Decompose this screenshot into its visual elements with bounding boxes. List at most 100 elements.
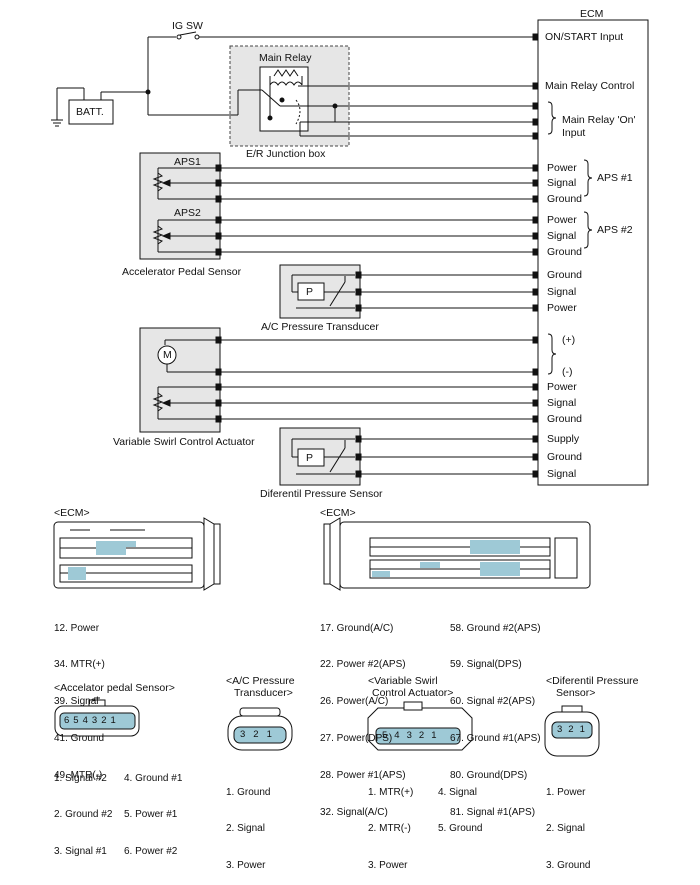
vsca-pin-list-1: 1. MTR(+) 2. MTR(-) 3. Power	[368, 762, 413, 885]
vsca-label: Variable Swirl Control Actuator	[113, 436, 255, 448]
pin-number: 3	[240, 729, 254, 740]
pin-text: 6. Power #2	[124, 846, 178, 858]
aps2-label: APS2	[174, 207, 201, 219]
vsca-motor	[157, 339, 220, 373]
pin-text: 4. Signal	[438, 786, 477, 798]
pin-text: 1. MTR(+)	[368, 786, 414, 798]
ecm-pin-ac-ground: Ground	[547, 269, 583, 281]
pin-text: 2. Signal	[226, 823, 265, 835]
pin-number: 1	[579, 724, 591, 735]
accel-connector-title: <Accelator pedal Sensor>	[54, 682, 175, 694]
ecm-pin-main-relay-control: Main Relay Control	[545, 80, 635, 92]
pin-text: 34. MTR(+)	[54, 659, 105, 671]
pin-text: 59. Signal(DPS)	[450, 659, 522, 671]
pin-number: 2	[568, 724, 580, 735]
dps-connector-drawing	[544, 705, 600, 757]
ecm-pin-on-start: ON/START Input	[545, 31, 624, 43]
accel-pedal-box	[139, 152, 221, 260]
pin-number: 3	[406, 730, 419, 741]
vsca-connector-title-2: Control Actuator>	[372, 687, 454, 699]
ecm-connector-left-drawing	[53, 517, 221, 591]
pin-text: 4. Ground #1	[124, 772, 183, 784]
relay-coil	[261, 69, 303, 125]
pin-text: 3. Ground	[546, 860, 591, 872]
pin-text: 39. Signal	[54, 696, 99, 708]
pin-text: 67. Ground #1(APS)	[450, 733, 541, 745]
aps-wires	[215, 164, 539, 256]
wiring-diagram	[51, 19, 649, 757]
pin-number: 2	[101, 715, 111, 726]
pin-text: 5. Ground	[438, 823, 483, 835]
ecm-pin-dps-signal: Signal	[547, 468, 577, 480]
pin-text: 49. MTR(-)	[54, 770, 103, 782]
ecm-pin-input: Input	[562, 127, 586, 139]
pin-number: 3	[91, 715, 102, 726]
pin-text: 28. Power #1(APS)	[320, 770, 406, 782]
pin-number: 1	[266, 729, 280, 740]
accel-pin-list-1: 1. Signal #2 2. Ground #2 3. Signal #1	[54, 748, 112, 871]
main-relay-label: Main Relay	[259, 52, 312, 64]
pin-text: 2. MTR(-)	[368, 823, 411, 835]
ecm-pin-dps-supply: Supply	[547, 433, 580, 445]
accel-pedal-sensor-label: Accelerator Pedal Sensor	[122, 266, 242, 278]
aps1-group-label: APS #1	[597, 172, 633, 184]
pin-text: 41. Ground	[54, 733, 105, 745]
vsca-connector-numbers: 54321	[382, 730, 443, 742]
pin-text: 80. Ground(DPS)	[450, 770, 528, 782]
pin-text: 1. Signal #2	[54, 772, 107, 784]
pin-text: 58. Ground #2(APS)	[450, 622, 541, 634]
motor-m-glyph: M	[163, 349, 172, 361]
ecm-pin-main-relay-on: Main Relay 'On'	[562, 114, 636, 126]
ecm-left-title: <ECM>	[54, 507, 90, 519]
junction-box-label: E/R Junction box	[246, 148, 326, 160]
ac-connector-drawing	[227, 707, 293, 751]
aps2-pot	[152, 219, 220, 253]
pin-text: 12. Power	[54, 622, 100, 634]
aps2-group-label: APS #2	[597, 224, 633, 236]
pin-number: 1	[431, 730, 444, 741]
pin-number: 3	[557, 724, 569, 735]
ecm-pin-dps-ground: Ground	[547, 451, 583, 463]
pin-number: 4	[394, 730, 407, 741]
ac-pin-list: 1. Ground 2. Signal 3. Power	[226, 762, 270, 885]
ecm-pin-ac-power: Power	[547, 302, 577, 314]
pin-number: 2	[418, 730, 432, 741]
dps-p-glyph: P	[306, 452, 314, 464]
ecm-pin-vsca-power: Power	[547, 381, 577, 393]
vsca-connector-drawing	[367, 701, 473, 751]
ecm-pin-ac-signal: Signal	[547, 286, 577, 298]
pin-number: 5	[382, 730, 395, 741]
ecm-connector-right-drawing	[323, 517, 591, 591]
pin-text: 5. Power #1	[124, 809, 178, 821]
ac-connector-title-2: Transducer>	[234, 687, 293, 699]
vsca-box	[139, 327, 221, 433]
dps-symbol	[291, 438, 355, 475]
ecm-pin-vsca-ground: Ground	[547, 413, 583, 425]
ac-transducer-symbol	[291, 274, 355, 309]
ecm-box	[537, 19, 649, 486]
battery-label: BATT.	[76, 106, 104, 118]
pin-text: 2. Ground #2	[54, 809, 113, 821]
dps-connector-title-1: <Diferentil Pressure	[546, 675, 639, 687]
pin-number: 6	[64, 715, 74, 726]
ecm-pin-aps2-ground: Ground	[547, 246, 583, 258]
dps-connector-title-2: Sensor>	[556, 687, 596, 699]
pin-text: 3. Power	[368, 860, 408, 872]
ecm-pin-aps1-signal: Signal	[547, 177, 577, 189]
ac-transducer-label: A/C Pressure Transducer	[261, 321, 379, 333]
vsca-pin-list-2: 4. Signal 5. Ground	[438, 762, 482, 848]
accel-connector-numbers: 654321	[64, 715, 120, 727]
ecm-left-pin-list: 12. Power 34. MTR(+) 39. Signal 41. Grou…	[54, 598, 105, 795]
ecm-pin-mtr-plus: (+)	[562, 334, 576, 346]
pin-number: 1	[110, 715, 120, 726]
pin-number: 2	[253, 729, 267, 740]
ecm-pin-aps2-signal: Signal	[547, 230, 577, 242]
ecm-right-title: <ECM>	[320, 507, 356, 519]
pin-number: 5	[73, 715, 83, 726]
vsca-connector-title-1: <Variable Swirl	[368, 675, 438, 687]
ecm-pin-aps1-power: Power	[547, 162, 577, 174]
ecm-title: ECM	[580, 8, 604, 20]
dps-label: Diferentil Pressure Sensor	[260, 488, 383, 500]
ecm-pin-aps2-power: Power	[547, 214, 577, 226]
ac-connector-title-1: <A/C Pressure	[226, 675, 295, 687]
